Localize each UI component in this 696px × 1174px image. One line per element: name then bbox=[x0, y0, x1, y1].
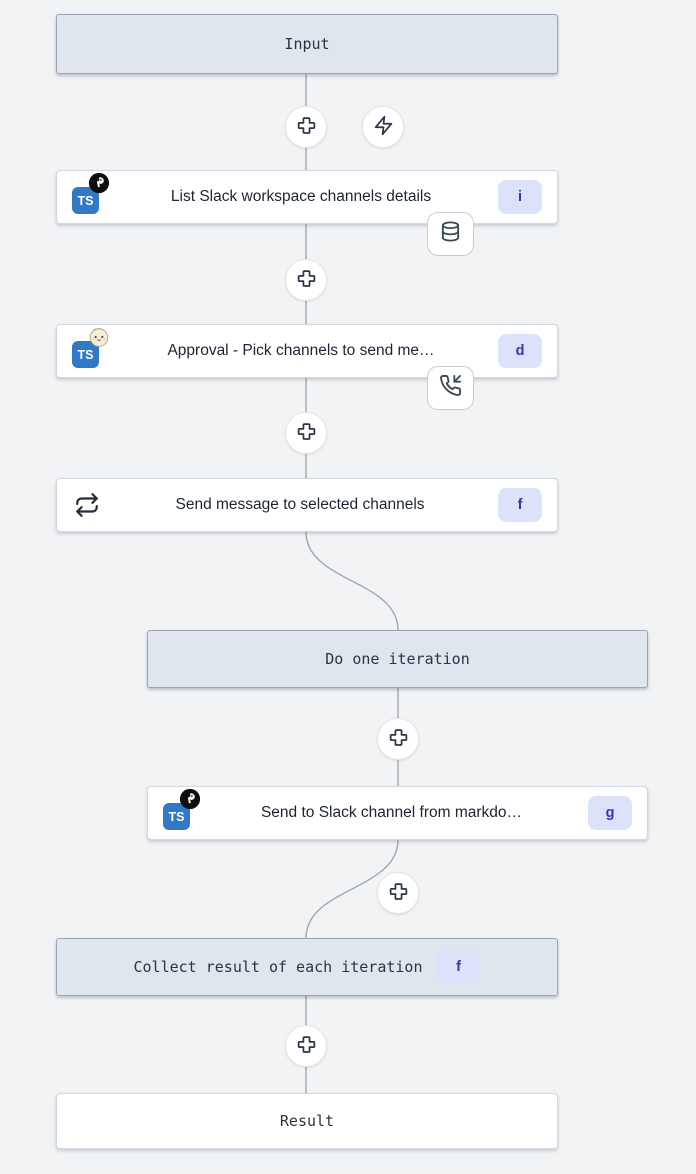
step-id-badge: i bbox=[498, 180, 542, 214]
input-node[interactable]: Input bbox=[56, 14, 558, 74]
suspend-approval-indicator bbox=[427, 366, 474, 410]
collect-result-node[interactable]: Collect result of each iteration f bbox=[56, 938, 558, 996]
plus-cross-icon bbox=[296, 268, 317, 292]
step-approval-pick-channels[interactable]: TS Approval - Pick channels to send me… … bbox=[56, 324, 558, 378]
add-step-button[interactable] bbox=[285, 259, 327, 301]
input-node-label: Input bbox=[284, 35, 330, 53]
result-node-label: Result bbox=[279, 1112, 335, 1130]
plus-cross-icon bbox=[296, 421, 317, 445]
step-id-badge: g bbox=[588, 796, 632, 830]
step-title: List Slack workspace channels details bbox=[170, 188, 432, 205]
deno-icon bbox=[179, 788, 201, 810]
database-icon bbox=[439, 220, 462, 248]
deno-icon bbox=[88, 172, 110, 194]
add-step-button[interactable] bbox=[285, 412, 327, 454]
iteration-node-label: Do one iteration bbox=[325, 650, 470, 668]
zap-icon bbox=[373, 115, 394, 139]
step-title: Approval - Pick channels to send me… bbox=[167, 342, 435, 359]
plus-cross-icon bbox=[296, 115, 317, 139]
plus-cross-icon bbox=[388, 727, 409, 751]
typescript-bun-icon: TS bbox=[72, 328, 109, 368]
step-send-to-slack-channel[interactable]: TS Send to Slack channel from markdo… g bbox=[147, 786, 648, 840]
step-id-badge: f bbox=[436, 950, 481, 984]
step-title: Send to Slack channel from markdo… bbox=[260, 804, 523, 821]
repeat-loop-icon bbox=[72, 492, 102, 518]
add-step-button[interactable] bbox=[377, 718, 419, 760]
plus-cross-icon bbox=[296, 1034, 317, 1058]
plus-cross-icon bbox=[388, 881, 409, 905]
typescript-deno-icon: TS bbox=[163, 788, 201, 830]
bun-icon bbox=[88, 326, 110, 348]
trigger-button[interactable] bbox=[362, 106, 404, 148]
step-list-slack-channels[interactable]: TS List Slack workspace channels details… bbox=[56, 170, 558, 224]
step-forloop-send-message[interactable]: Send message to selected channels f bbox=[56, 478, 558, 532]
add-step-button[interactable] bbox=[285, 1025, 327, 1067]
step-id-badge: d bbox=[498, 334, 542, 368]
add-step-button[interactable] bbox=[285, 106, 327, 148]
step-id-badge: f bbox=[498, 488, 542, 522]
collect-result-label: Collect result of each iteration bbox=[133, 958, 423, 976]
typescript-deno-icon: TS bbox=[72, 172, 110, 214]
step-title: Send message to selected channels bbox=[175, 496, 425, 513]
phone-incoming-icon bbox=[439, 374, 462, 402]
cache-indicator bbox=[427, 212, 474, 256]
result-node[interactable]: Result bbox=[56, 1093, 558, 1149]
add-step-button[interactable] bbox=[377, 872, 419, 914]
iteration-node[interactable]: Do one iteration bbox=[147, 630, 648, 688]
